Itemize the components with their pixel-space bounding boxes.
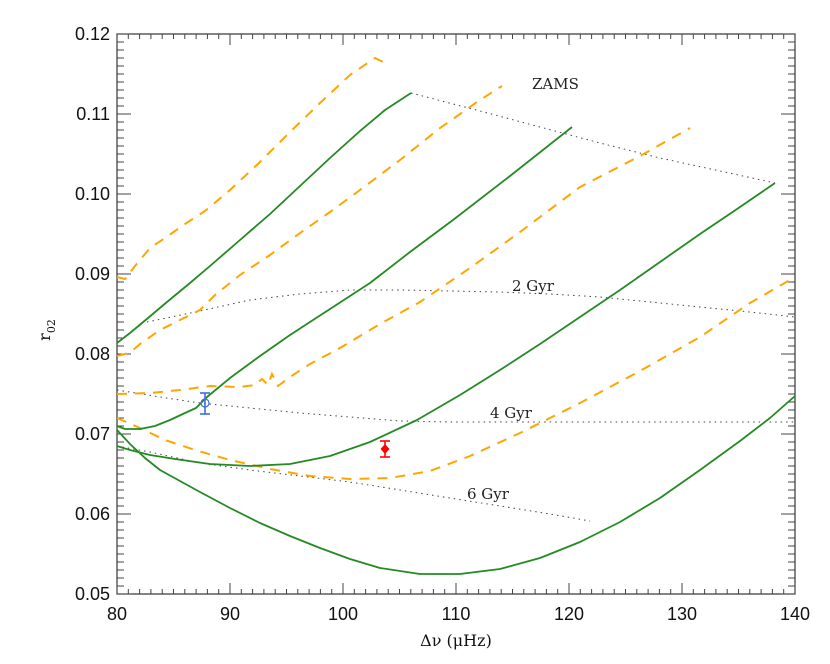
- x-tick-label: 120: [554, 604, 584, 624]
- dashed-tracks: [116, 56, 796, 481]
- y-tick-label: 0.08: [75, 344, 110, 364]
- y-tick-label: 0.05: [75, 584, 110, 604]
- solid-track-2: [116, 126, 573, 430]
- dashed-track-2: [116, 85, 503, 357]
- y-tick-label: 0.09: [75, 264, 110, 284]
- dashed-track-4: [116, 276, 796, 481]
- y-tick-label: 0.07: [75, 424, 110, 444]
- x-tick-label: 130: [667, 604, 697, 624]
- x-tick-labels: 80 90 100 110 120 130 140: [107, 604, 810, 624]
- solid-track-4: [116, 395, 796, 575]
- solid-tracks: [116, 92, 796, 575]
- label-zams: ZAMS: [532, 75, 579, 93]
- x-tick-label: 140: [780, 604, 810, 624]
- svg-text:r02: r02: [35, 319, 58, 341]
- label-2gyr: 2 Gyr: [512, 277, 555, 295]
- dashed-track-1: [116, 56, 384, 281]
- data-point-blue: [200, 392, 210, 415]
- label-4gyr: 4 Gyr: [490, 404, 533, 422]
- x-tick-label: 100: [328, 604, 358, 624]
- y-tick-label: 0.12: [75, 24, 110, 44]
- y-tick-label: 0.10: [75, 184, 110, 204]
- y-tick-label: 0.06: [75, 504, 110, 524]
- isochrone-2gyr: [146, 289, 796, 323]
- x-tick-label: 90: [220, 604, 240, 624]
- label-6gyr: 6 Gyr: [467, 485, 510, 503]
- axis-ticks: [116, 33, 796, 595]
- x-tick-label: 110: [442, 604, 471, 624]
- solid-track-3: [116, 182, 776, 467]
- diamond-marker-icon: [380, 444, 390, 454]
- solid-track-1: [116, 92, 412, 344]
- y-axis-title-sub: 02: [45, 319, 58, 333]
- x-tick-label: 80: [107, 604, 127, 624]
- data-point-red: [380, 440, 390, 458]
- x-axis-title: Δν (μHz): [420, 631, 492, 650]
- open-circle-marker-icon: [200, 398, 210, 408]
- y-axis-title-main: r: [35, 333, 54, 341]
- isochrones: [116, 92, 796, 522]
- dashed-track-3: [116, 127, 691, 395]
- y-tick-labels: 0.12 0.11 0.10 0.09 0.08 0.07 0.06 0.05: [75, 24, 110, 604]
- isochrone-4gyr: [116, 389, 795, 423]
- isochrone-labels: ZAMS 2 Gyr 4 Gyr 6 Gyr: [467, 75, 579, 503]
- y-axis-title: r02: [35, 319, 58, 341]
- y-tick-label: 0.11: [76, 104, 110, 124]
